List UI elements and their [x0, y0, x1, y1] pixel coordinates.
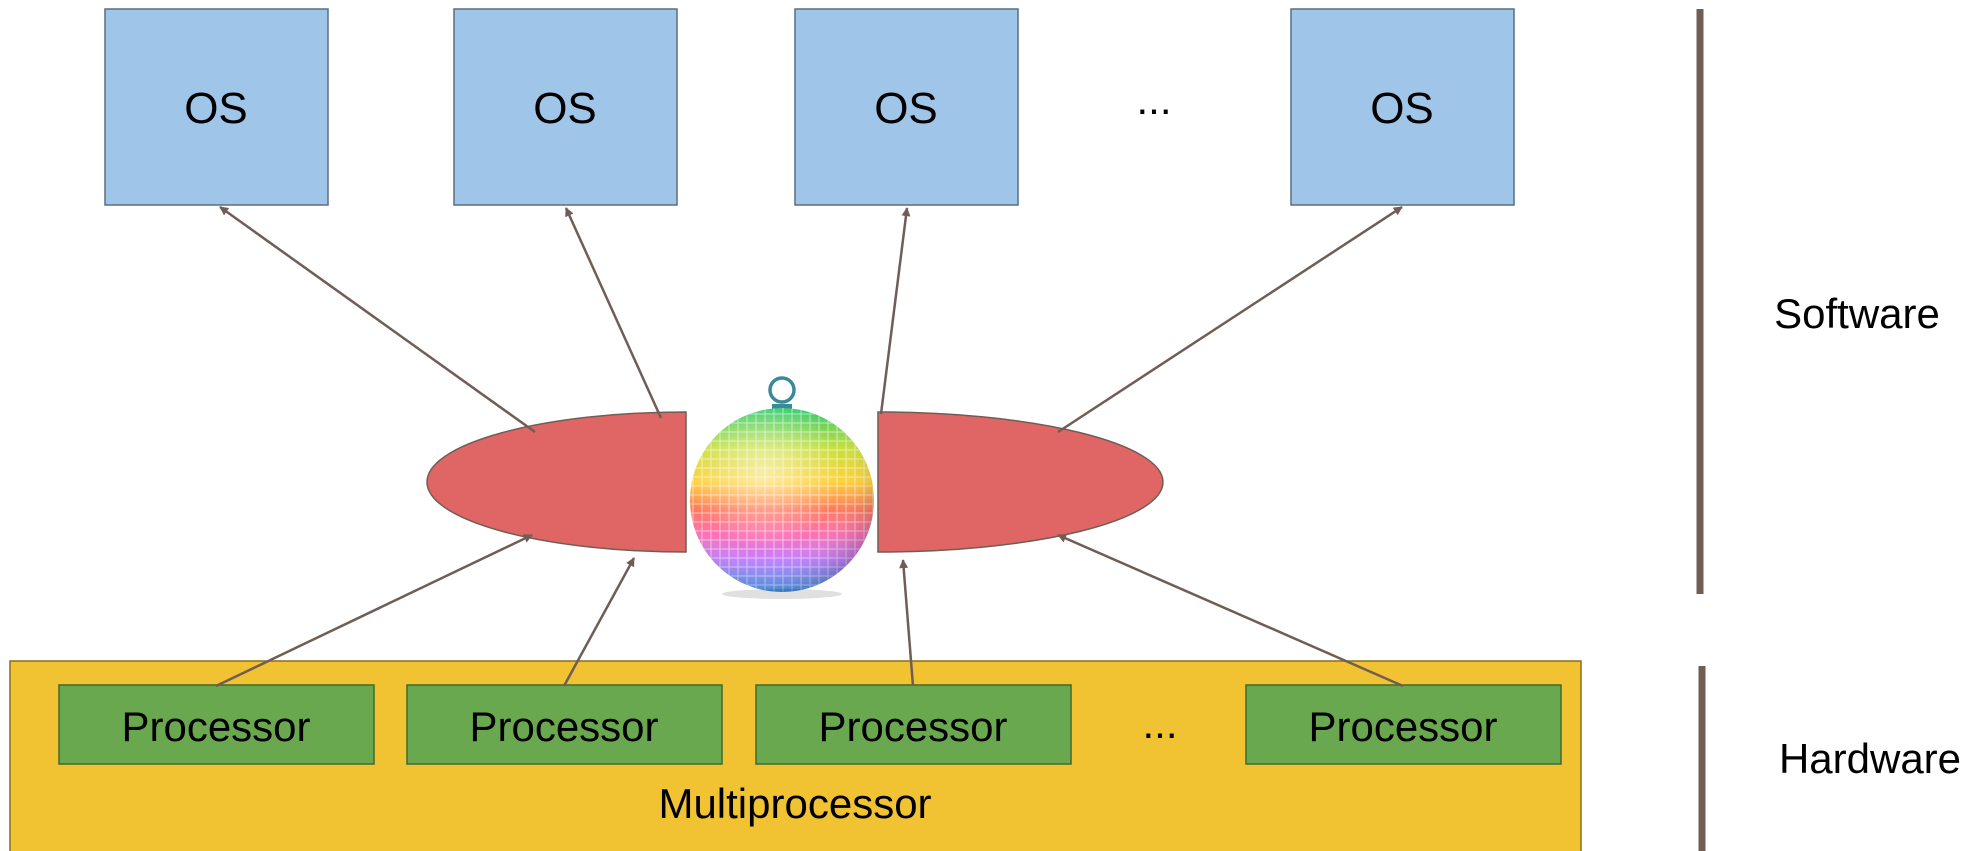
processor-ellipsis: ...	[1142, 700, 1177, 747]
arrow-processor1-to-hypervisor	[215, 533, 533, 688]
processor-box-3	[755, 684, 1072, 765]
arrow-hypervisor-to-os1	[219, 205, 536, 434]
processor-label-4: Processor	[1308, 703, 1497, 750]
os-label-2: OS	[533, 84, 597, 133]
os-ellipsis: ...	[1136, 76, 1171, 123]
os-label-1: OS	[184, 84, 248, 133]
arrow-hypervisor-to-os2	[564, 207, 663, 419]
processor-box-4	[1245, 684, 1562, 765]
arrow-processor4-to-hypervisor	[1057, 533, 1404, 688]
arrow-processor2-to-hypervisor	[562, 557, 636, 687]
os-box-1	[104, 8, 329, 206]
arrow-hypervisor-to-os3	[879, 207, 911, 415]
processor-label-2: Processor	[469, 703, 658, 750]
hypervisor-left-half	[426, 411, 687, 553]
hardware-layer-label: Hardware	[1779, 735, 1961, 782]
os-box-4	[1290, 8, 1515, 206]
processor-label-1: Processor	[121, 703, 310, 750]
os-box-2	[453, 8, 678, 206]
os-label-3: OS	[874, 84, 938, 133]
os-box-3	[794, 8, 1019, 206]
processor-label-3: Processor	[818, 703, 1007, 750]
processor-box-2	[406, 684, 723, 765]
processor-box-1	[58, 684, 375, 765]
arrow-hypervisor-to-os4	[1057, 205, 1403, 434]
software-layer-label: Software	[1774, 290, 1940, 337]
disco-ball-icon	[690, 376, 874, 599]
multiprocessor-label: Multiprocessor	[658, 780, 931, 827]
hypervisor-right-half	[877, 411, 1164, 553]
arrow-processor3-to-hypervisor	[899, 559, 915, 687]
os-label-4: OS	[1370, 84, 1434, 133]
